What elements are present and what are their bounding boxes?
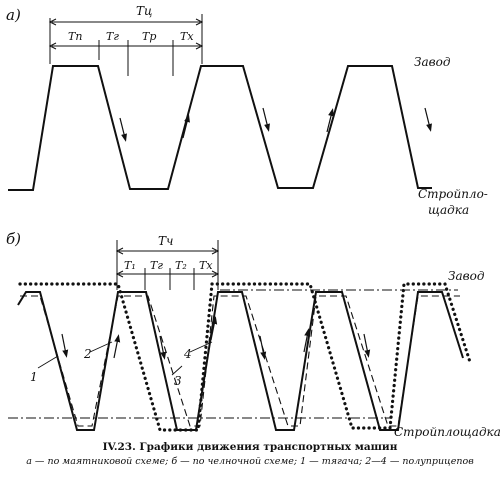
panel-a-motion-curve [8,65,432,191]
panel-b-arrow-down-1 [61,333,69,358]
panel-b-arrow-up-1 [113,334,121,359]
panel-b-cycle-dimension [115,240,220,290]
panel-b-arrow-up-2 [210,316,218,341]
panel-a-label-tx: Тх [180,30,194,43]
panel-b-arrow-up-3 [303,328,311,353]
panel-b-label-t2: Т₂ [175,259,187,272]
panel-b-arrow-down-3 [259,335,267,360]
panel-a-bottom-label-1: Стройпло- [418,187,488,201]
figure-caption-description: а — по маятниковой схеме; б — по челночн… [26,456,474,467]
panel-b-letter: б) [6,230,21,248]
panel-b-arrow-down-4 [363,333,371,358]
panel-b-bottom-label: Стройплощадка [394,425,500,439]
panel-a-bottom-label-2: щадка [428,203,469,217]
panel-b-arrow-down-2 [159,335,167,360]
panel-b-dashed-curve [20,295,460,427]
panel-b-cycle-label: Тч [158,234,173,248]
panel-a-letter: а) [6,6,21,24]
panel-b-label-tg: Тг [150,259,163,272]
panel-a-top-label: Завод [414,55,451,69]
panel-b-curve-number-3: 3 [174,374,182,388]
panel-a-cycle-dimension [48,14,204,76]
panel-b-tractor-curve [17,291,464,431]
panel-a-cycle-label: Тц [136,4,152,18]
panel-a-arrow-down-2 [262,107,270,132]
panel-b-top-label: Завод [448,269,485,283]
panel-b-label-t1: Т₁ [124,259,136,272]
panel-a-arrow-up-1 [182,114,190,139]
panel-b-label-tx: Тх [199,259,213,272]
panel-b-curve-number-4: 4 [183,347,192,361]
panel-b-leaders [37,341,213,376]
panel-a-label-tp: Тп [68,30,82,43]
panel-a-arrow-up-2 [326,108,334,133]
panel-b-curve-number-1: 1 [30,370,38,384]
panel-a: а) Тц Тп Тг Тр Тх Завод Стройпло- щадка [6,4,488,217]
figure-caption-title: IV.23. Графики движения транспортных маш… [102,441,398,453]
panel-b: б) Тч Т₁ Тг Т₂ Тх [6,230,500,439]
panel-a-label-tr: Тр [142,30,156,43]
panel-a-arrow-down-3 [424,107,432,132]
panel-a-arrow-down-1 [119,117,127,142]
panel-b-dotted-curve [18,282,472,432]
panel-a-label-tg: Тг [106,30,119,43]
panel-b-curve-number-2: 2 [83,347,92,361]
